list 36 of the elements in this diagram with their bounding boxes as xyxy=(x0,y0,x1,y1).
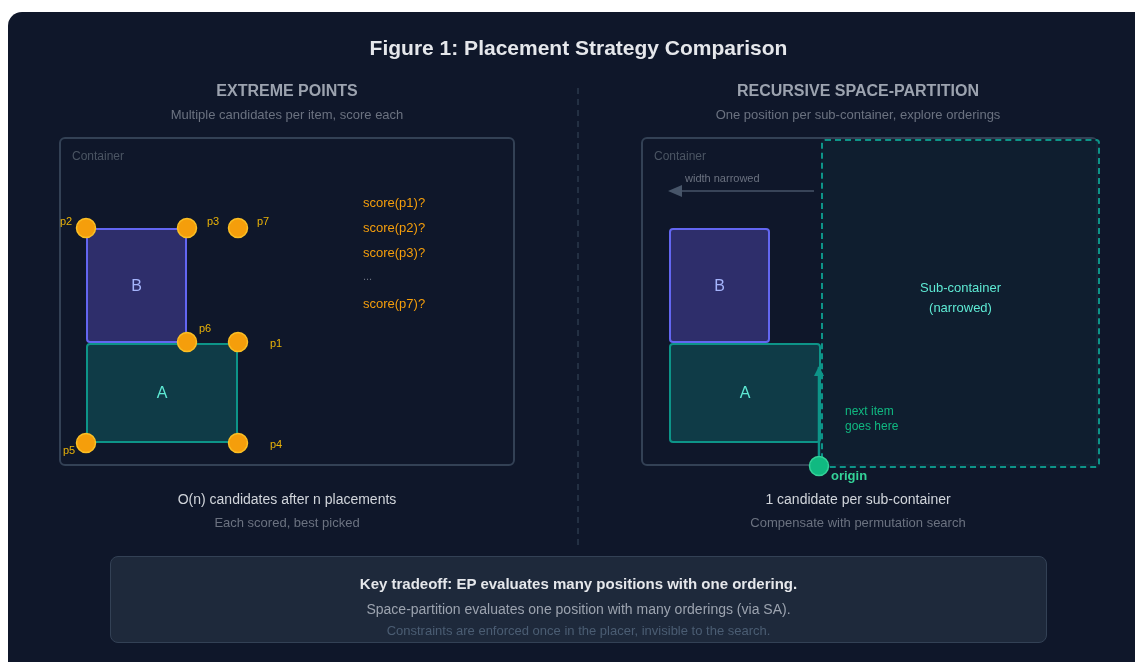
annotation-text: width narrowed xyxy=(685,172,760,184)
score-text: score(p1)? xyxy=(363,195,426,210)
point-label: p7 xyxy=(257,214,270,228)
panel-heading: Key tradeoff: EP evaluates many positions with one ordering. xyxy=(358,575,799,592)
container-outline xyxy=(641,137,1098,466)
summary-text: O(n) candidates after n placements xyxy=(177,491,397,507)
container-label: Container xyxy=(654,149,707,163)
ellipsis-text: ... xyxy=(363,270,373,282)
section-heading: RECURSIVE SPACE-PARTITION xyxy=(736,82,980,100)
section-subtitle: One position per sub-container, explore orderings xyxy=(715,107,1001,122)
diagram-title: Figure 1: Placement Strategy Comparison xyxy=(368,36,789,60)
origin-label: origin xyxy=(831,469,868,483)
callout-panel xyxy=(110,556,1047,643)
score-text: score(p2)? xyxy=(363,220,426,235)
panel-text: Space-partition evaluates one position with many orderings (via SA). xyxy=(365,601,792,617)
score-text: score(p3)? xyxy=(363,245,426,260)
summary-note: Compensate with permutation search xyxy=(750,515,966,530)
item-box: B xyxy=(86,228,187,343)
section-heading: EXTREME POINTS xyxy=(216,82,358,100)
score-text: score(p7)? xyxy=(363,296,426,311)
section-subtitle: Multiple candidates per item, score each xyxy=(170,107,404,122)
item-box: A xyxy=(669,343,821,443)
point-label: p2 xyxy=(60,214,73,228)
point-label: p1 xyxy=(270,336,283,350)
summary-text: 1 candidate per sub-container xyxy=(765,491,951,507)
item-box: B xyxy=(669,228,770,343)
arrow xyxy=(814,366,824,456)
annotation-text: next item goes here xyxy=(845,404,900,434)
container-label: Container xyxy=(72,149,125,163)
point-label: p6 xyxy=(199,321,212,335)
summary-note: Each scored, best picked xyxy=(214,515,360,530)
point-label: p4 xyxy=(270,437,283,451)
container-outline xyxy=(59,137,515,466)
point-label: p5 xyxy=(63,443,76,457)
item-box: A xyxy=(86,343,238,443)
point-label: p3 xyxy=(207,214,220,228)
